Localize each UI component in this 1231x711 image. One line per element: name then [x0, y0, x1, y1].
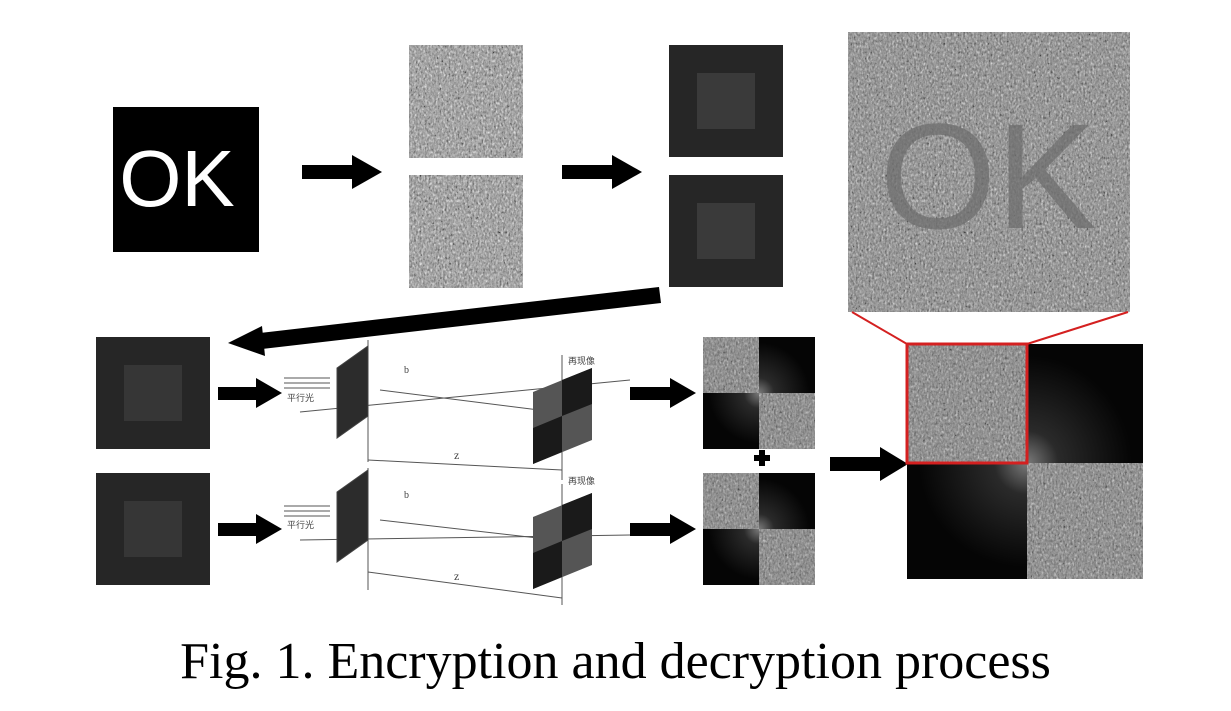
- hologram-label: 再现像: [568, 475, 595, 487]
- figure-caption: Fig. 1. Encryption and decryption proces…: [180, 633, 1051, 690]
- slm-plane-top: [336, 345, 369, 439]
- arrow-right-icon: [218, 378, 282, 408]
- arrow-right-icon: [630, 514, 696, 544]
- arrow-right-icon: [302, 155, 382, 189]
- hologram-plane-bottom: [533, 493, 592, 589]
- amplitude-pattern-top: [669, 45, 783, 157]
- amplitude-pattern-bottom: [669, 175, 783, 287]
- arrow-diagonal-icon: [228, 287, 661, 356]
- phase-mask-bottom: [409, 175, 523, 288]
- encryption-process-diagram: OK OK: [96, 32, 1143, 605]
- parallel-light-label: 平行光: [287, 392, 314, 404]
- distance-label: z: [454, 569, 459, 583]
- input-image-text: OK: [119, 134, 235, 223]
- lens-label: b: [404, 490, 409, 501]
- hologram-result-bottom: [703, 473, 815, 585]
- plus-icon: [754, 450, 770, 466]
- zoom-highlight: [851, 311, 1129, 465]
- input-square-top: [96, 337, 210, 449]
- input-square-bottom: [96, 473, 210, 585]
- decrypted-image-zoom: OK: [848, 32, 1130, 312]
- arrow-right-icon: [562, 155, 642, 189]
- phase-mask-top: [409, 45, 523, 158]
- distance-label: z: [454, 448, 459, 462]
- hologram-plane-top: [533, 368, 592, 464]
- hologram-result-top: [703, 337, 815, 449]
- parallel-light-label: 平行光: [287, 519, 314, 531]
- slm-plane-bottom: [336, 469, 369, 563]
- lens-label: b: [404, 365, 409, 376]
- decrypted-image-text: OK: [880, 92, 1097, 260]
- arrow-right-icon: [218, 514, 282, 544]
- arrow-right-icon: [630, 378, 696, 408]
- combined-hologram: [907, 344, 1143, 579]
- input-image: OK: [113, 107, 259, 252]
- arrow-right-icon: [830, 447, 908, 481]
- hologram-label: 再现像: [568, 355, 595, 367]
